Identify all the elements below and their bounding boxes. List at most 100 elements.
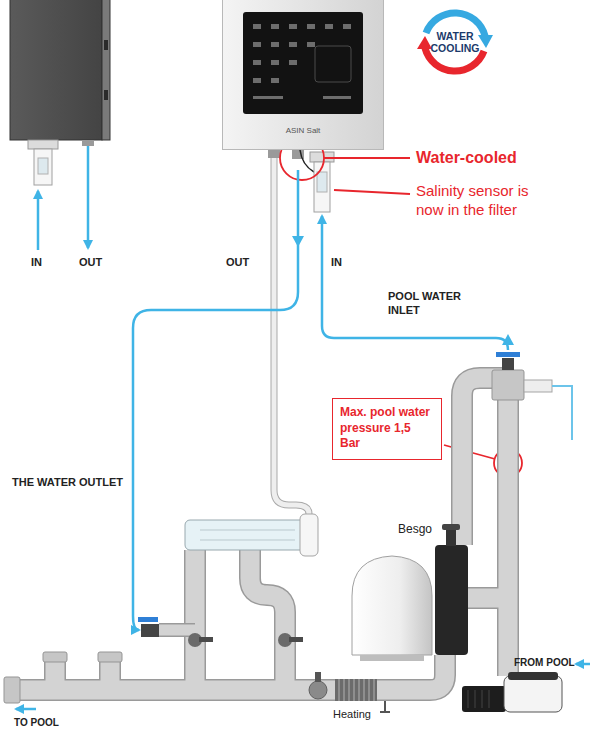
screen-icons (271, 24, 279, 29)
part-name: Besgo (398, 522, 432, 537)
water-flow (16, 170, 590, 709)
pipe-outline (18, 378, 508, 690)
blue-arrowhead (478, 35, 493, 48)
outlet-pipe (159, 630, 195, 631)
left-controller (102, 0, 110, 140)
pipe-outline (18, 655, 445, 690)
sand-filter (360, 655, 424, 661)
controller-ports (314, 162, 330, 212)
left-flow-arrows (37, 191, 40, 250)
flow-label: OUT (79, 256, 102, 270)
sand-filter (442, 524, 460, 530)
sand-filter (352, 524, 468, 661)
sand-filter (446, 528, 456, 546)
pump (482, 690, 483, 708)
power-cable (274, 158, 309, 514)
flow-label: IN (331, 256, 342, 270)
pipe-caps (4, 370, 524, 703)
left-controller (28, 140, 58, 149)
heat-exchanger (338, 679, 340, 701)
chlorinator-cell (300, 514, 318, 556)
valves (315, 672, 321, 682)
flow-arrowhead (292, 236, 304, 247)
red-arrowhead (417, 36, 432, 49)
heat-exchanger (368, 679, 370, 701)
pipe-body (101, 662, 120, 690)
water-flow (322, 216, 508, 350)
sand-filter (352, 556, 432, 655)
pipe-outline (184, 550, 206, 690)
pipe-body (468, 589, 508, 608)
valves (138, 352, 572, 699)
controller-ports (268, 150, 280, 158)
screen-icons (253, 24, 261, 29)
badge-text: WATER COOLING (429, 30, 481, 54)
sand-filter (435, 545, 468, 655)
pump (475, 690, 476, 708)
heat-exchanger (335, 679, 377, 701)
valves (502, 358, 514, 370)
screen-icons (253, 42, 261, 47)
screen-icons (253, 96, 283, 99)
part-name: Heating (333, 708, 371, 722)
pump (504, 676, 562, 712)
screen-icons (289, 60, 297, 65)
valves (141, 624, 159, 637)
pipe-body (186, 550, 205, 690)
left-flow-arrows (87, 146, 90, 248)
heat-exchanger (380, 701, 390, 712)
left-flow-arrows (38, 146, 88, 250)
controller-ports (317, 172, 327, 192)
pump (508, 672, 558, 680)
screen-panel (315, 46, 351, 82)
pump (489, 690, 490, 708)
flow-label: IN (31, 256, 42, 270)
outlet-pipe (159, 625, 195, 636)
valves (496, 352, 520, 357)
pipe-outline (44, 662, 66, 690)
pipe-body (46, 662, 65, 690)
flow-label: OUT (226, 256, 249, 270)
pipe-caps (492, 370, 524, 400)
water-flow (576, 663, 590, 666)
pipe-body (499, 390, 518, 676)
pipe-outline (250, 550, 285, 690)
screen-icons (271, 60, 279, 65)
screen-icons (253, 24, 351, 99)
pipe-body (250, 550, 285, 690)
pump (462, 686, 506, 712)
flow-arrowhead (502, 334, 514, 345)
left-controller (82, 140, 94, 146)
pump (468, 690, 469, 708)
flow-label: THE WATER OUTLET (12, 476, 123, 490)
pipe-body (18, 655, 445, 690)
screen-icons (325, 24, 333, 29)
valves (309, 681, 327, 699)
flow-label: TO POOL (14, 717, 59, 730)
screen-icons (271, 78, 279, 83)
water-flow (133, 170, 298, 630)
heat-exchanger (353, 679, 355, 701)
left-controller (34, 149, 52, 185)
heat-exchanger (348, 679, 350, 701)
screen-icons (253, 78, 261, 83)
chlorinator-cell (185, 514, 318, 556)
chlorinator-cell (185, 520, 305, 550)
valves (289, 637, 303, 642)
callout-title: Water-cooled (416, 148, 517, 168)
screen-icons (253, 60, 261, 65)
pipe-body (18, 378, 508, 690)
outlet-pipe (159, 623, 195, 637)
water-cooling-badge: WATER COOLING (415, 2, 495, 82)
control-screen (243, 12, 363, 114)
screen-icons (307, 24, 315, 29)
valves (524, 380, 552, 392)
pipe-caps (4, 677, 20, 703)
heat-exchanger (339, 679, 374, 701)
heat-exchanger (335, 679, 390, 712)
pipe-outline (468, 587, 508, 609)
pipe-caps (98, 652, 122, 662)
valves (138, 617, 158, 622)
pump (462, 672, 562, 712)
